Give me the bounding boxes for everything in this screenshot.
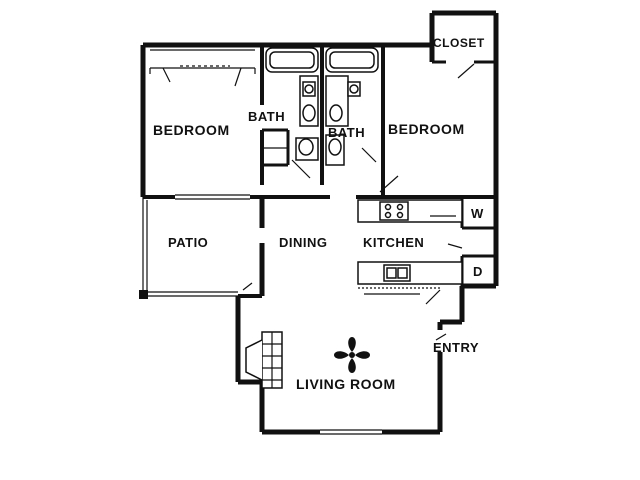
sink-icon [302,81,359,97]
bedroom-left-closet [149,49,256,87]
room-label-washer: W [471,206,484,221]
exterior-walls [139,10,499,435]
room-label-bedroom-left: BEDROOM [153,122,230,138]
ceiling-fan-icon [334,337,370,373]
room-label-entry: ENTRY [433,340,479,355]
room-label-dryer: D [473,264,483,279]
kitchen-counter-top [357,199,463,223]
room-label-living-room: LIVING ROOM [296,376,396,392]
fireplace-icon [245,331,283,389]
room-label-bath-left: BATH [248,109,285,124]
room-label-dining: DINING [279,235,328,250]
room-label-patio: PATIO [168,235,208,250]
room-label-bath-right: BATH [328,125,365,140]
room-label-closet: CLOSET [433,36,485,50]
toilet-icon [325,75,361,166]
door-swings [242,63,475,341]
room-label-bedroom-right: BEDROOM [388,121,465,137]
interior-walls [260,45,496,286]
room-label-kitchen: KITCHEN [363,235,424,250]
range-icon [379,201,409,221]
bathtub-icon [265,47,319,73]
sink-icon [383,264,411,282]
bathtub-icon [325,47,379,73]
